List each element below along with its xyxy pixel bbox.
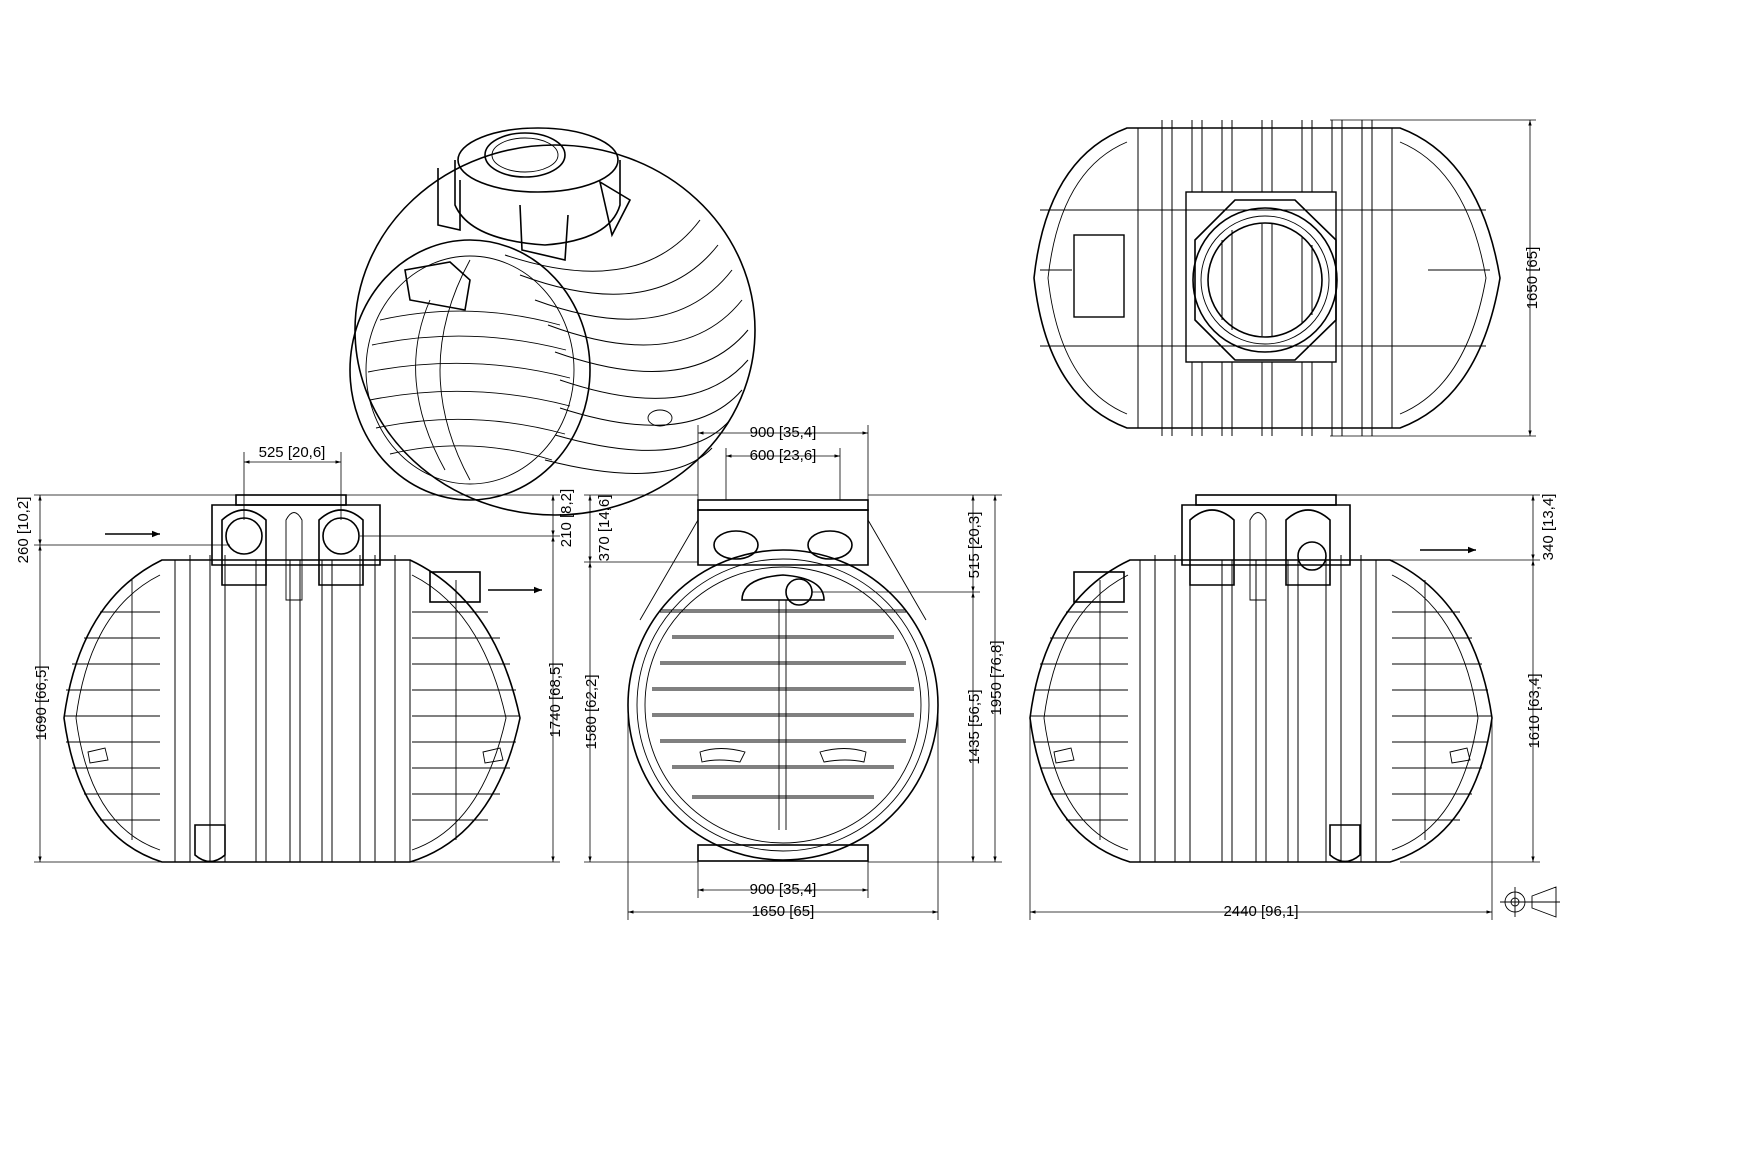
dimension-body-height: 1580 [62,2] [583, 562, 698, 863]
dimension-top-offset-left: 260 [10,2] [15, 494, 236, 564]
dimension-total-height: 1950 [76,8] [988, 495, 1005, 862]
top-view [1033, 120, 1501, 436]
dim-label-outlet-offset: 210 [8,2] [558, 489, 575, 547]
dim-label-neck-height: 370 [14,6] [596, 495, 613, 562]
dim-label-length: 2440 [96,1] [1223, 903, 1298, 920]
dimension-outlet-offset-left: 210 [8,2] [346, 489, 575, 547]
dimension-inlet-height: 1690 [66,5] [33, 545, 200, 863]
dimension-length: 2440 [96,1] [1029, 718, 1493, 920]
dim-label-top-offset: 260 [10,2] [15, 497, 32, 564]
dim-label-neck-outer: 900 [35,4] [750, 424, 817, 441]
dim-label-inlet-spacing: 525 [20,6] [259, 444, 326, 461]
isometric-view [349, 127, 756, 516]
dimension-outlet-height-right: 1610 [63,4] [1400, 560, 1543, 863]
dim-label-body-height: 1580 [62,2] [583, 674, 600, 749]
side-view-right [1029, 494, 1493, 863]
dimension-outlet-height-left: 1740 [68,5] [400, 536, 564, 863]
dimension-neck-inner: 600 [23,6] [725, 447, 841, 500]
dim-label-inlet-height: 1690 [66,5] [33, 665, 50, 740]
dim-label-total-height: 1950 [76,8] [988, 640, 1005, 715]
front-view [627, 499, 939, 862]
dim-label-top-width: 1650 [65] [1524, 247, 1541, 310]
dimension-neck-outer: 900 [35,4] [697, 424, 869, 500]
dim-label-port-height: 1435 [56,5] [966, 689, 983, 764]
third-angle-projection-icon [1500, 886, 1560, 918]
dimension-base-width: 900 [35,4] [697, 861, 869, 898]
side-view-left [63, 494, 521, 863]
dimension-port-offset: 515 [20,3] [812, 494, 1002, 593]
dim-label-base-width: 900 [35,4] [750, 881, 817, 898]
dim-label-diameter: 1650 [65] [752, 903, 815, 920]
dimension-diameter: 1650 [65] [627, 705, 939, 920]
dimension-neck-height: 370 [14,6] [584, 494, 698, 563]
dimension-top-width: 1650 [65] [1330, 119, 1541, 437]
dimension-outlet-offset-right: 340 [13,4] [1326, 494, 1557, 561]
dimension-port-height: 1435 [56,5] [868, 592, 1002, 863]
dim-label-outlet-offset-right: 340 [13,4] [1540, 494, 1557, 561]
dim-label-outlet-height-right: 1610 [63,4] [1526, 673, 1543, 748]
dim-label-port-offset: 515 [20,3] [966, 512, 983, 579]
dimension-inlet-spacing: 525 [20,6] [243, 444, 342, 520]
dim-label-outlet-height: 1740 [68,5] [547, 662, 564, 737]
dim-label-neck-inner: 600 [23,6] [750, 447, 817, 464]
